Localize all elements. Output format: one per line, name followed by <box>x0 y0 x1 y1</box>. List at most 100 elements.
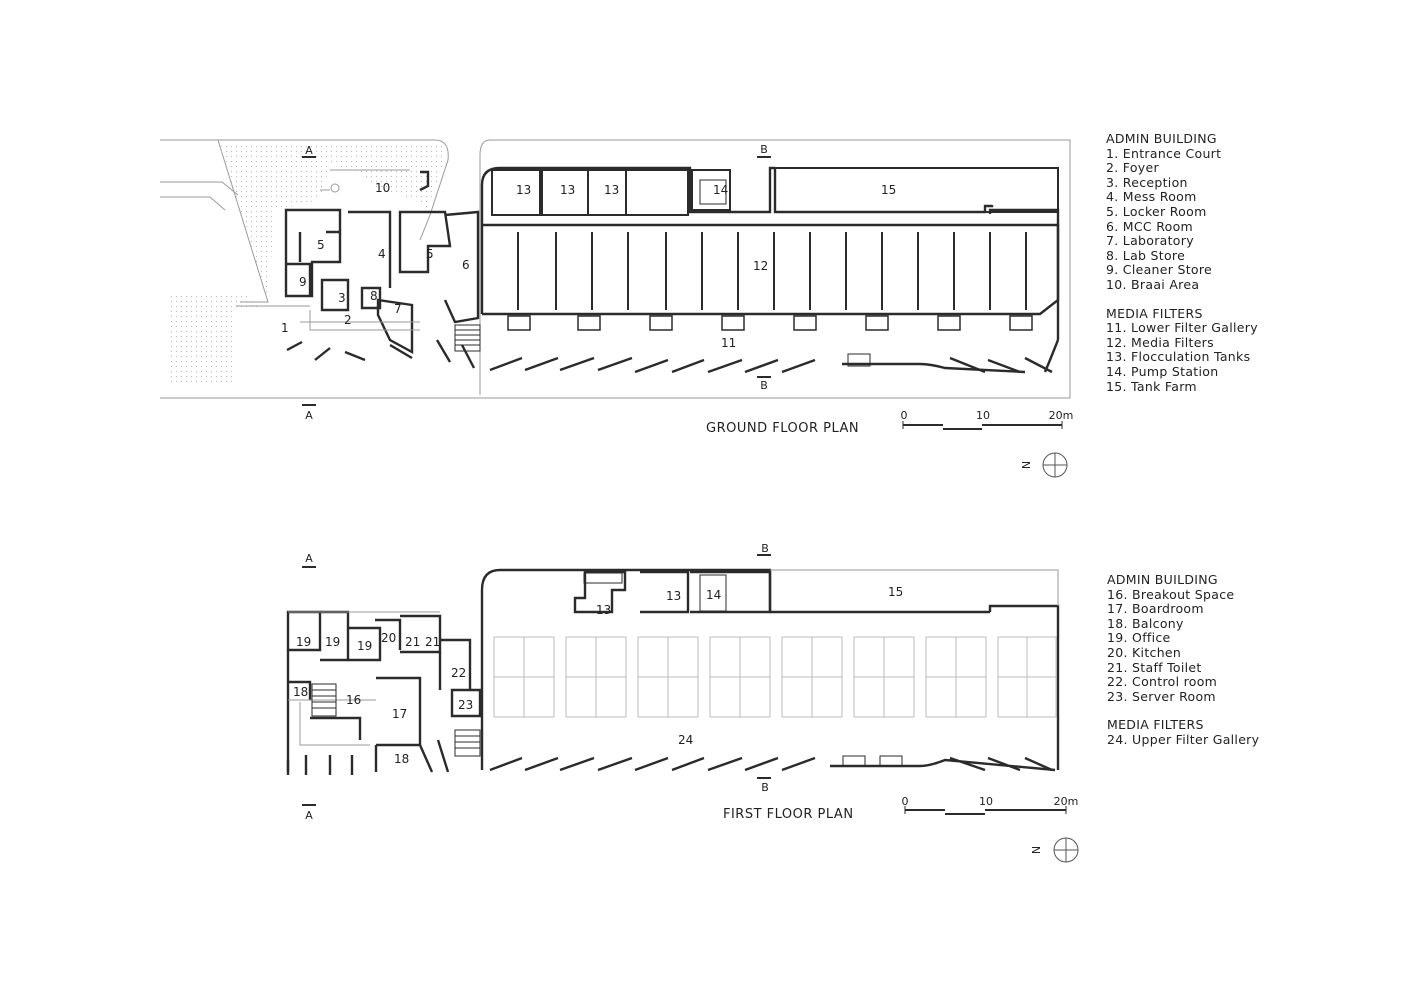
legend-item: 18. Balcony <box>1107 615 1184 631</box>
section-mark-b: B <box>761 542 769 555</box>
section-mark-a: A <box>305 552 313 565</box>
room-label: 18 <box>293 685 308 699</box>
room-label: 23 <box>458 698 473 712</box>
room-label: 2 <box>344 313 352 327</box>
section-mark-a: A <box>305 809 313 822</box>
legend-item: 21. Staff Toilet <box>1107 659 1202 675</box>
scale-tick: 20m <box>1049 409 1074 422</box>
legend-item: 12. Media Filters <box>1106 334 1214 350</box>
north-label: N <box>1030 846 1043 854</box>
gallery-valves-ground <box>507 315 1033 331</box>
scale-tick: 0 <box>902 795 909 808</box>
room-label: 9 <box>299 275 307 289</box>
legend-heading: MEDIA FILTERS <box>1107 717 1204 733</box>
room-label: 7 <box>394 302 402 316</box>
scale-tick: 10 <box>979 795 993 808</box>
legend-item: 6. MCC Room <box>1106 218 1194 234</box>
room-label: 19 <box>357 639 372 653</box>
legend-item: 19. Office <box>1107 630 1171 646</box>
admin-thin-lines <box>236 169 420 331</box>
section-marks-first: A A B B <box>302 542 771 822</box>
legend-item: 7. Laboratory <box>1106 233 1194 249</box>
room-label: 3 <box>338 291 346 305</box>
legend-item: 8. Lab Store <box>1106 247 1186 263</box>
room-label: 17 <box>392 707 407 721</box>
tank-frames-ground <box>491 167 1059 216</box>
legend-first-floor: ADMIN BUILDING 16. Breakout Space 17. Bo… <box>1107 572 1260 748</box>
legend-item: 5. Locker Room <box>1106 203 1207 219</box>
legend-item: 11. Lower Filter Gallery <box>1106 320 1258 336</box>
room-label: 13 <box>666 589 681 603</box>
room-label: 11 <box>721 336 736 350</box>
room-label: 15 <box>888 585 903 599</box>
room-label: 13 <box>604 183 619 197</box>
legend-item: 10. Braai Area <box>1106 276 1200 292</box>
legend-item: 14. Pump Station <box>1106 363 1219 379</box>
scale-tick: 20m <box>1054 795 1079 808</box>
legend-item: 9. Cleaner Store <box>1106 262 1213 278</box>
legend-heading: MEDIA FILTERS <box>1106 305 1203 321</box>
legend-item: 1. Entrance Court <box>1106 145 1222 161</box>
media-filters-first <box>480 568 1060 772</box>
section-mark-a: A <box>305 144 313 157</box>
stairs-ground <box>454 179 871 367</box>
room-label: 21 <box>405 635 420 649</box>
section-mark-a: A <box>305 409 313 422</box>
room-label: 24 <box>678 733 693 747</box>
scale-tick: 0 <box>901 409 908 422</box>
room-label: 22 <box>451 666 466 680</box>
legend-item: 13. Flocculation Tanks <box>1106 349 1251 365</box>
gallery-fins-ground <box>489 356 1053 374</box>
filter-grid-first <box>493 636 1057 718</box>
room-label: 13 <box>560 183 575 197</box>
ground-floor-plan: 1 2 3 4 5 5 6 7 8 9 10 11 12 13 13 13 14… <box>160 139 1074 478</box>
north-arrow-icon: N <box>1020 452 1068 478</box>
first-thin-lines <box>288 611 440 746</box>
filter-bays-ground <box>517 232 1027 310</box>
first-floor-plan: 13 13 14 15 16 17 18 18 19 19 19 20 21 2… <box>286 542 1079 863</box>
room-label: 6 <box>462 258 470 272</box>
room-labels-ground: 1 2 3 4 5 5 6 7 8 9 10 11 12 13 13 13 14… <box>281 181 896 350</box>
section-marks-ground: A A B B <box>302 143 771 422</box>
room-label: 19 <box>325 635 340 649</box>
legend-item: 4. Mess Room <box>1106 189 1197 205</box>
room-label: 20 <box>381 631 396 645</box>
legend-item: 15. Tank Farm <box>1106 378 1197 394</box>
section-mark-b: B <box>760 143 768 156</box>
room-label: 4 <box>378 247 386 261</box>
scale-bar: 0 10 20m <box>902 795 1079 815</box>
legend-item: 3. Reception <box>1106 174 1188 190</box>
legend-item: 20. Kitchen <box>1107 644 1182 660</box>
room-label: 15 <box>881 183 896 197</box>
room-label: 16 <box>346 693 361 707</box>
landscape-hatch <box>218 142 445 302</box>
room-label: 13 <box>516 183 531 197</box>
first-fins-right <box>489 756 1053 772</box>
room-label: 19 <box>296 635 311 649</box>
section-mark-b: B <box>761 781 769 794</box>
room-label: 13 <box>596 603 611 617</box>
room-label: 14 <box>713 183 728 197</box>
room-label: 18 <box>394 752 409 766</box>
facade-fins-ground <box>286 339 476 369</box>
room-label: 14 <box>706 588 721 602</box>
room-label: 10 <box>375 181 390 195</box>
room-label: 12 <box>753 259 768 273</box>
legend-item: 22. Control room <box>1107 674 1218 690</box>
room-label: 5 <box>317 238 325 252</box>
room-label: 5 <box>426 247 434 261</box>
legend-item: 16. Breakout Space <box>1107 586 1235 602</box>
media-filters-ground <box>480 166 1060 374</box>
north-arrow-icon: N <box>1030 837 1079 863</box>
plan-title: GROUND FLOOR PLAN <box>706 421 859 436</box>
legend-item: 24. Upper Filter Gallery <box>1107 731 1260 747</box>
room-label: 21 <box>425 635 440 649</box>
room-label: 1 <box>281 321 289 335</box>
admin-building-ground <box>284 170 480 355</box>
room-labels-first: 13 13 14 15 16 17 18 18 19 19 19 20 21 2… <box>293 585 903 766</box>
legend-item: 2. Foyer <box>1106 160 1159 176</box>
first-fins-left <box>286 739 450 775</box>
first-thin-outline <box>770 569 1059 606</box>
legend-item: 17. Boardroom <box>1107 601 1204 617</box>
